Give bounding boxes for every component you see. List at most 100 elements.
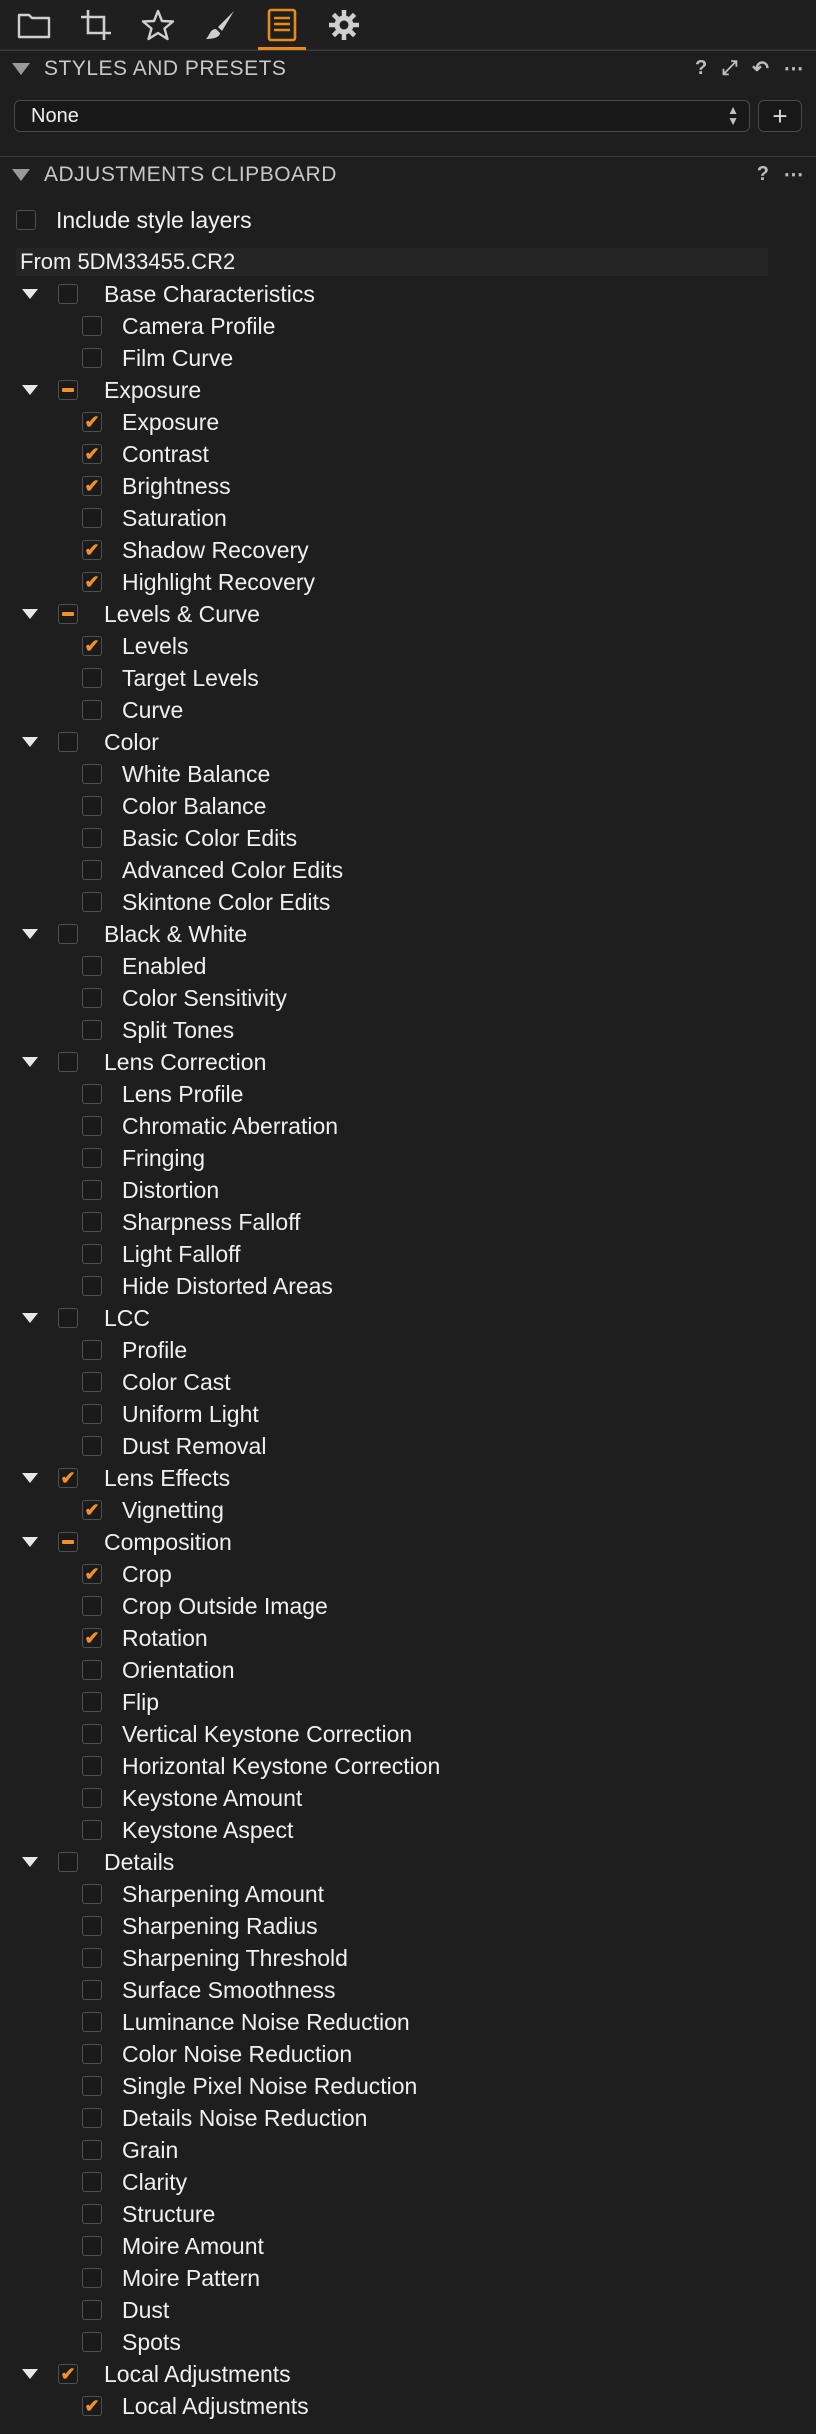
include-style-layers-row[interactable]: Include style layers — [0, 192, 816, 248]
adjustment-checkbox[interactable] — [82, 508, 102, 528]
adjustment-checkbox[interactable] — [82, 1180, 102, 1200]
adjustment-checkbox[interactable] — [82, 1084, 102, 1104]
adjustment-item-row[interactable]: Highlight Recovery — [0, 566, 816, 598]
adjustment-checkbox[interactable] — [82, 2012, 102, 2032]
adjustment-checkbox[interactable] — [82, 2236, 102, 2256]
adjustments-clipboard-header[interactable]: ADJUSTMENTS CLIPBOARD ? ⋯ — [0, 156, 816, 192]
adjustment-checkbox[interactable] — [82, 572, 102, 592]
adjustment-checkbox[interactable] — [82, 412, 102, 432]
adjustment-checkbox[interactable] — [82, 2268, 102, 2288]
adjustment-checkbox[interactable] — [82, 1340, 102, 1360]
adjustment-item-row[interactable]: Keystone Amount — [0, 1782, 816, 1814]
disclosure-triangle-icon[interactable] — [22, 1473, 38, 1483]
adjustment-item-row[interactable]: Contrast — [0, 438, 816, 470]
tab-crop[interactable] — [76, 2, 116, 48]
adjustment-item-row[interactable]: Flip — [0, 1686, 816, 1718]
adjustment-checkbox[interactable] — [82, 1884, 102, 1904]
adjustment-item-row[interactable]: Dust Removal — [0, 1430, 816, 1462]
adjustment-checkbox[interactable] — [82, 2108, 102, 2128]
adjustment-checkbox[interactable] — [82, 1148, 102, 1168]
adjustment-item-row[interactable]: Luminance Noise Reduction — [0, 2006, 816, 2038]
adjustment-checkbox[interactable] — [82, 764, 102, 784]
group-row[interactable]: Composition — [0, 1526, 816, 1558]
adjustment-checkbox[interactable] — [82, 1660, 102, 1680]
adjustment-item-row[interactable]: Shadow Recovery — [0, 534, 816, 566]
tab-settings[interactable] — [324, 2, 364, 48]
group-checkbox[interactable] — [58, 2364, 78, 2384]
adjustment-checkbox[interactable] — [82, 1212, 102, 1232]
adjustment-item-row[interactable]: Sharpening Radius — [0, 1910, 816, 1942]
disclosure-triangle-icon[interactable] — [22, 1313, 38, 1323]
adjustment-checkbox[interactable] — [82, 1756, 102, 1776]
adjustment-checkbox[interactable] — [82, 476, 102, 496]
adjustment-checkbox[interactable] — [82, 1404, 102, 1424]
tab-rating[interactable] — [138, 2, 178, 48]
group-row[interactable]: Black & White — [0, 918, 816, 950]
group-row[interactable]: Color — [0, 726, 816, 758]
adjustment-item-row[interactable]: Sharpness Falloff — [0, 1206, 816, 1238]
adjustment-item-row[interactable]: Horizontal Keystone Correction — [0, 1750, 816, 1782]
adjustment-item-row[interactable]: Lens Profile — [0, 1078, 816, 1110]
adjustment-item-row[interactable]: Levels — [0, 630, 816, 662]
adjustment-checkbox[interactable] — [82, 796, 102, 816]
adjustment-checkbox[interactable] — [82, 2140, 102, 2160]
adjustment-item-row[interactable]: Saturation — [0, 502, 816, 534]
disclosure-triangle-icon[interactable] — [22, 737, 38, 747]
adjustment-checkbox[interactable] — [82, 1628, 102, 1648]
adjustment-item-row[interactable]: Sharpening Amount — [0, 1878, 816, 1910]
adjustment-checkbox[interactable] — [82, 1244, 102, 1264]
adjustment-item-row[interactable]: Spots — [0, 2326, 816, 2358]
adjustment-item-row[interactable]: Crop — [0, 1558, 816, 1590]
adjustment-checkbox[interactable] — [82, 1116, 102, 1136]
adjustment-item-row[interactable]: Distortion — [0, 1174, 816, 1206]
disclosure-triangle-icon[interactable] — [22, 609, 38, 619]
disclosure-triangle-icon[interactable] — [22, 289, 38, 299]
adjustment-item-row[interactable]: Basic Color Edits — [0, 822, 816, 854]
adjustment-checkbox[interactable] — [82, 988, 102, 1008]
adjustment-item-row[interactable]: Advanced Color Edits — [0, 854, 816, 886]
add-style-button[interactable]: + — [758, 100, 802, 132]
adjustment-item-row[interactable]: Split Tones — [0, 1014, 816, 1046]
adjustment-item-row[interactable]: Vignetting — [0, 1494, 816, 1526]
group-checkbox[interactable] — [58, 732, 78, 752]
adjustment-item-row[interactable]: Rotation — [0, 1622, 816, 1654]
group-row[interactable]: Lens Effects — [0, 1462, 816, 1494]
adjustment-item-row[interactable]: Profile — [0, 1334, 816, 1366]
group-row[interactable]: Lens Correction — [0, 1046, 816, 1078]
adjustment-checkbox[interactable] — [82, 2332, 102, 2352]
adjustment-checkbox[interactable] — [82, 828, 102, 848]
adjustment-checkbox[interactable] — [82, 540, 102, 560]
adjustment-item-row[interactable]: Color Balance — [0, 790, 816, 822]
adjustment-checkbox[interactable] — [82, 1820, 102, 1840]
adjustment-checkbox[interactable] — [82, 1980, 102, 2000]
adjustment-checkbox[interactable] — [82, 1788, 102, 1808]
adjustment-item-row[interactable]: Chromatic Aberration — [0, 1110, 816, 1142]
group-checkbox[interactable] — [58, 1852, 78, 1872]
group-row[interactable]: Details — [0, 1846, 816, 1878]
adjustment-checkbox[interactable] — [82, 636, 102, 656]
style-select[interactable]: None ▲▼ — [14, 100, 750, 132]
disclosure-triangle-icon[interactable] — [22, 1057, 38, 1067]
adjustment-checkbox[interactable] — [82, 348, 102, 368]
collapse-triangle-icon[interactable] — [12, 168, 30, 181]
group-checkbox[interactable] — [58, 1468, 78, 1488]
adjustment-item-row[interactable]: Fringing — [0, 1142, 816, 1174]
adjustment-item-row[interactable]: Clarity — [0, 2166, 816, 2198]
group-row[interactable]: Base Characteristics — [0, 278, 816, 310]
adjustment-checkbox[interactable] — [82, 444, 102, 464]
adjustment-item-row[interactable]: Grain — [0, 2134, 816, 2166]
adjustment-item-row[interactable]: Color Noise Reduction — [0, 2038, 816, 2070]
more-options-icon[interactable]: ⋯ — [783, 164, 804, 186]
adjustment-checkbox[interactable] — [82, 316, 102, 336]
help-icon[interactable]: ? — [756, 163, 770, 185]
tab-local-adjustments[interactable] — [200, 2, 240, 48]
group-row[interactable]: Levels & Curve — [0, 598, 816, 630]
group-checkbox[interactable] — [58, 284, 78, 304]
adjustment-checkbox[interactable] — [82, 1276, 102, 1296]
adjustment-item-row[interactable]: Vertical Keystone Correction — [0, 1718, 816, 1750]
adjustment-item-row[interactable]: Camera Profile — [0, 310, 816, 342]
adjustment-checkbox[interactable] — [82, 892, 102, 912]
adjustment-item-row[interactable]: Color Cast — [0, 1366, 816, 1398]
adjustment-item-row[interactable]: Details Noise Reduction — [0, 2102, 816, 2134]
group-row[interactable]: Exposure — [0, 374, 816, 406]
